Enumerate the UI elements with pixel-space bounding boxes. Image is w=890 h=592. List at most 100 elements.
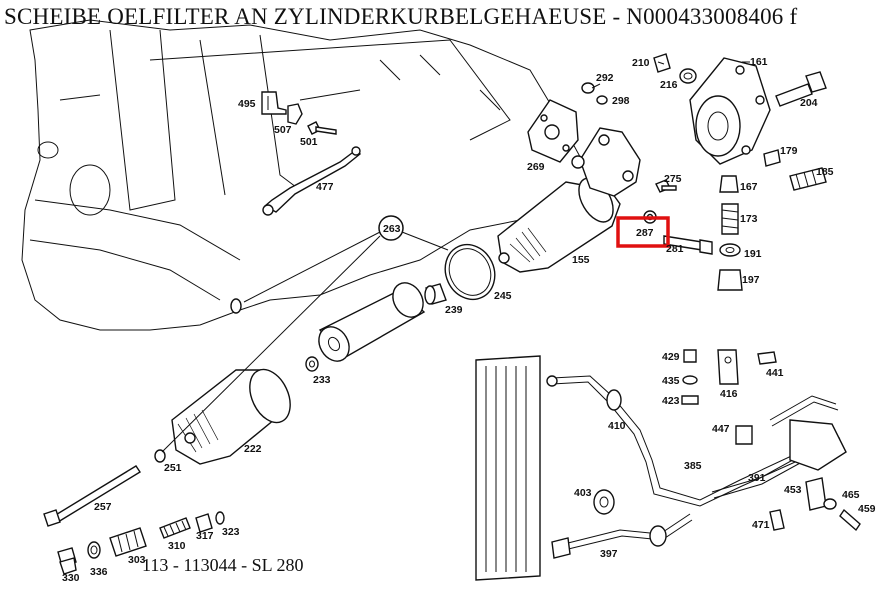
washer-small <box>230 298 242 314</box>
clip-471 <box>769 509 785 531</box>
piston-167 <box>719 175 739 193</box>
washer-465 <box>823 498 837 510</box>
callout-298: 298 <box>612 95 630 107</box>
callout-263: 263 <box>383 223 401 235</box>
callout-167: 167 <box>740 181 758 193</box>
callout-222: 222 <box>244 443 262 455</box>
bolt-459 <box>839 508 861 532</box>
callout-465: 465 <box>842 489 860 501</box>
callout-275: 275 <box>664 173 682 185</box>
callout-185: 185 <box>816 166 834 178</box>
bolt-281 <box>663 235 713 255</box>
valve-303 <box>109 527 147 557</box>
callout-336: 336 <box>90 566 108 578</box>
callout-429: 429 <box>662 351 680 363</box>
callout-245: 245 <box>494 290 512 302</box>
callout-423: 423 <box>662 395 680 407</box>
callout-501: 501 <box>300 136 318 148</box>
callout-495: 495 <box>238 98 256 110</box>
filter-housing-155 <box>497 127 641 273</box>
part-labels: 263 292 298 210 216 161 204 495 507 501 … <box>62 56 876 584</box>
spring-173 <box>721 203 739 235</box>
filter-housing-222 <box>171 368 291 465</box>
bolt-501 <box>307 121 337 135</box>
callout-239: 239 <box>445 304 463 316</box>
callout-173: 173 <box>740 213 758 225</box>
flange-161 <box>689 57 771 165</box>
callout-257: 257 <box>94 501 112 513</box>
callout-204: 204 <box>800 97 818 109</box>
leader-lines <box>161 61 750 453</box>
pipe-391 <box>711 395 847 499</box>
spring-310 <box>159 517 191 539</box>
sleeve-441 <box>757 351 777 365</box>
sealing-ring-245 <box>444 243 496 301</box>
callout-179: 179 <box>780 145 798 157</box>
plug-179 <box>763 149 781 167</box>
ring-216 <box>679 68 697 84</box>
highlight-box-287 <box>616 216 670 248</box>
callout-323: 323 <box>222 526 240 538</box>
callout-459: 459 <box>858 503 876 515</box>
oil-line-410 <box>546 375 805 507</box>
bracket-495 <box>261 91 287 115</box>
washer-298 <box>596 95 608 105</box>
callout-330: 330 <box>62 572 80 584</box>
callout-507: 507 <box>274 124 292 136</box>
callout-216: 216 <box>660 79 678 91</box>
callout-287: 287 <box>636 227 654 239</box>
washer-435 <box>682 375 698 385</box>
plug-403 <box>593 489 615 515</box>
callout-210: 210 <box>632 57 650 69</box>
oil-cooler <box>475 355 541 581</box>
bolt-423 <box>681 395 699 405</box>
callout-303: 303 <box>128 554 146 566</box>
callout-441: 441 <box>766 367 784 379</box>
bolt-429 <box>683 349 697 363</box>
callout-403: 403 <box>574 487 592 499</box>
callout-292: 292 <box>596 72 614 84</box>
diagram-title: SCHEIBE OELFILTER AN ZYLINDERKURBELGEHAE… <box>4 4 798 29</box>
filter-element <box>318 282 426 362</box>
long-bolt-257 <box>43 465 141 527</box>
callout-197: 197 <box>742 274 760 286</box>
bracket-416 <box>717 349 739 385</box>
clip-447 <box>735 425 753 445</box>
callout-161: 161 <box>750 56 768 68</box>
washer-292 <box>581 82 595 94</box>
callout-281: 281 <box>666 243 684 255</box>
callout-155: 155 <box>572 254 590 266</box>
callout-385: 385 <box>684 460 702 472</box>
callout-310: 310 <box>168 540 186 552</box>
callout-447: 447 <box>712 423 730 435</box>
plug-197 <box>717 269 743 291</box>
oil-line-397 <box>551 513 693 559</box>
callout-416: 416 <box>720 388 738 400</box>
bracket-269 <box>527 99 579 163</box>
callout-269: 269 <box>527 161 545 173</box>
ring-323 <box>215 511 225 525</box>
callout-391: 391 <box>748 472 766 484</box>
clip-507 <box>287 103 303 125</box>
washer-251 <box>154 449 166 463</box>
engine-block <box>21 19 591 331</box>
callout-233: 233 <box>313 374 331 386</box>
callout-435: 435 <box>662 375 680 387</box>
callout-471: 471 <box>752 519 770 531</box>
bolt-275 <box>655 179 677 193</box>
callout-191: 191 <box>744 248 762 260</box>
callout-453: 453 <box>784 484 802 496</box>
ring-336 <box>87 541 101 559</box>
plug-330 <box>57 547 77 575</box>
clip-453 <box>805 477 827 511</box>
callout-317: 317 <box>196 530 214 542</box>
ring-191 <box>719 243 741 257</box>
callout-251: 251 <box>164 462 182 474</box>
ring-239 <box>424 283 447 305</box>
sleeve-317 <box>195 513 213 533</box>
callout-477: 477 <box>316 181 334 193</box>
spring-185 <box>789 167 827 191</box>
callout-410: 410 <box>608 420 626 432</box>
callout-397: 397 <box>600 548 618 560</box>
